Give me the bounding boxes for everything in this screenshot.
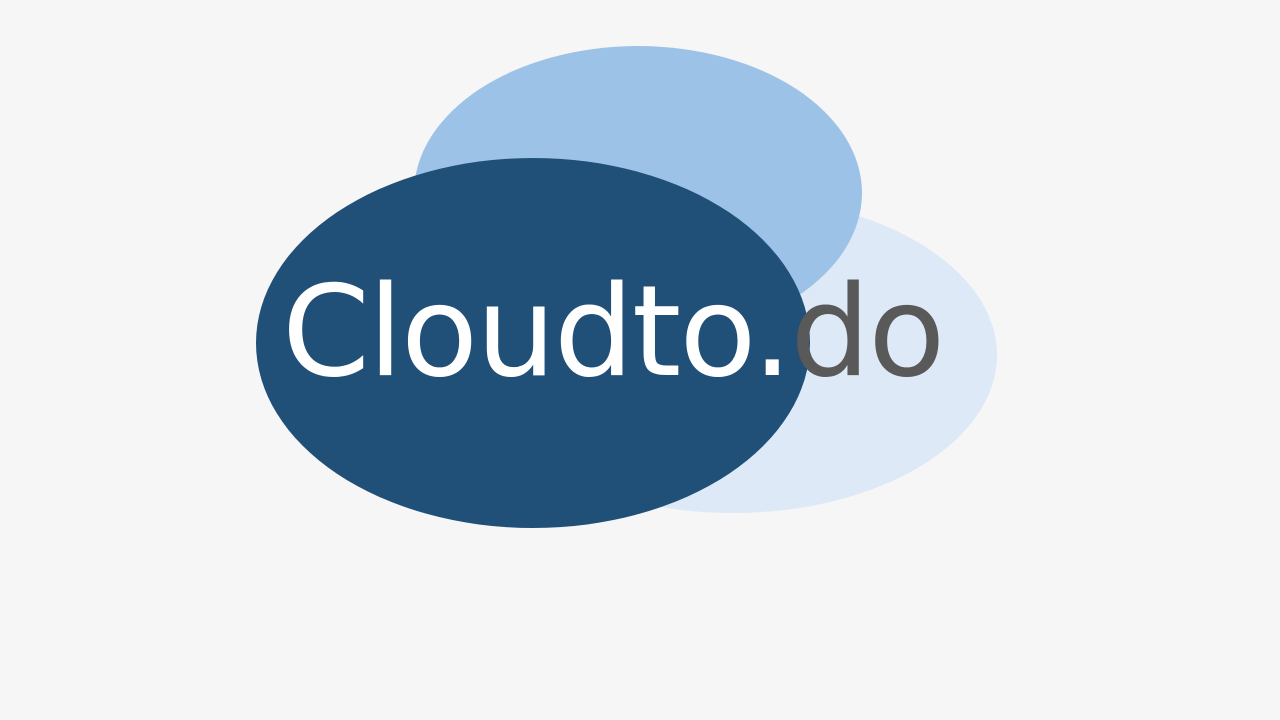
logo-brand-text: Cloudto xyxy=(282,258,752,405)
logo-wordmark: Cloudto.do xyxy=(282,258,943,405)
cloud-shape-dark xyxy=(256,158,810,528)
logo-dot-text: . xyxy=(752,258,790,405)
logo-suffix-text: do xyxy=(790,258,943,405)
